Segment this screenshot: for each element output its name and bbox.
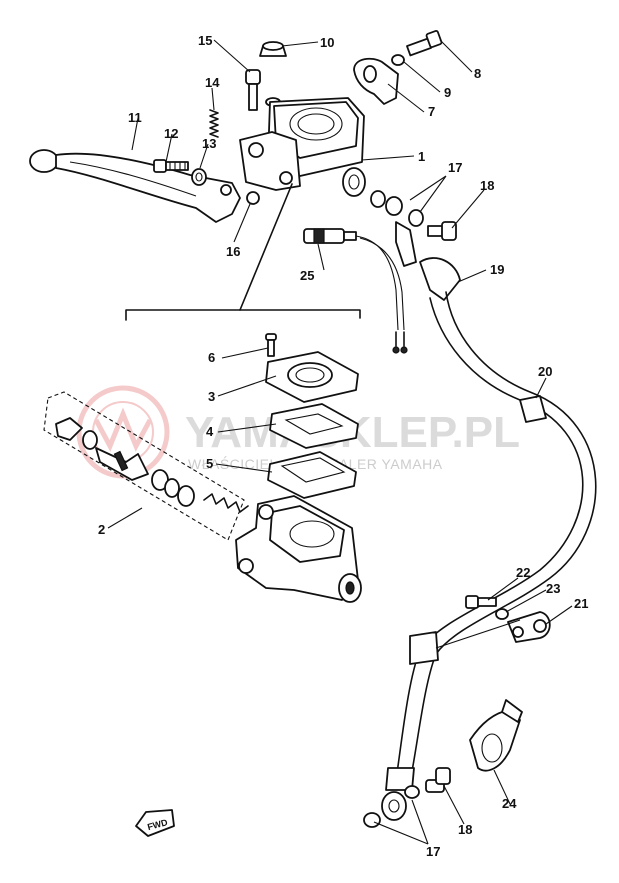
callout-7: 7 xyxy=(428,104,435,119)
callouts: 1 2 3 4 5 6 7 8 9 10 11 12 13 14 15 16 1… xyxy=(98,33,588,859)
callout-20: 20 xyxy=(538,364,552,379)
clamp-holder xyxy=(353,57,399,105)
nut xyxy=(246,191,260,205)
callout-18-lower: 18 xyxy=(458,822,472,837)
copper-washer xyxy=(385,196,403,216)
hose-banjo-fitting xyxy=(395,221,461,301)
callout-10: 10 xyxy=(320,35,334,50)
callout-15: 15 xyxy=(198,33,212,48)
callout-24: 24 xyxy=(502,796,517,811)
diaphragm xyxy=(267,451,357,499)
callout-8: 8 xyxy=(474,66,481,81)
callout-17-upper: 17 xyxy=(448,160,462,175)
piston-kit xyxy=(55,417,249,513)
brake-lever xyxy=(29,149,241,223)
boot-cap xyxy=(259,41,287,107)
leader-lines xyxy=(107,39,573,845)
fwd-direction-marker: FWD xyxy=(135,809,175,837)
adjust-screw xyxy=(245,69,261,111)
callout-22: 22 xyxy=(516,565,530,580)
callout-1: 1 xyxy=(418,149,425,164)
washer xyxy=(495,608,509,620)
hose-fitting xyxy=(409,631,439,665)
callout-2: 2 xyxy=(98,522,105,537)
copper-washer xyxy=(370,190,386,208)
callout-23: 23 xyxy=(546,581,560,596)
callout-4: 4 xyxy=(206,424,214,439)
callout-5: 5 xyxy=(206,456,213,471)
master-cylinder-top xyxy=(239,97,366,197)
callout-16: 16 xyxy=(226,244,240,259)
callout-25: 25 xyxy=(300,268,314,283)
clamp-bolt xyxy=(406,30,443,57)
brake-hose xyxy=(385,291,597,791)
hose-clamp xyxy=(507,611,551,643)
washer xyxy=(391,54,405,66)
reservoir-cap xyxy=(265,351,359,403)
hose-guide xyxy=(469,699,523,772)
hose-grommet xyxy=(519,395,547,423)
callout-3: 3 xyxy=(208,389,215,404)
detail-bracket xyxy=(125,183,361,321)
lower-banjo xyxy=(363,767,451,828)
diaphragm-plate xyxy=(269,403,359,449)
pivot-bolt xyxy=(153,159,189,173)
piston-kit-outline xyxy=(43,391,245,541)
callout-13: 13 xyxy=(202,136,216,151)
hose-clamp-bolt xyxy=(465,595,497,609)
callout-9: 9 xyxy=(444,85,451,100)
callout-6: 6 xyxy=(208,350,215,365)
callout-21: 21 xyxy=(574,596,588,611)
callout-11: 11 xyxy=(128,110,142,125)
callout-18-upper: 18 xyxy=(480,178,494,193)
callout-12: 12 xyxy=(164,126,178,141)
collar xyxy=(191,168,207,186)
brake-light-switch xyxy=(303,228,408,354)
master-cylinder-body xyxy=(235,495,362,603)
callout-19: 19 xyxy=(490,262,504,277)
cap-screw xyxy=(265,333,277,357)
callout-17-lower: 17 xyxy=(426,844,440,859)
union-bolt xyxy=(427,221,457,241)
spring xyxy=(209,109,219,138)
copper-washer xyxy=(408,209,424,227)
callout-14: 14 xyxy=(205,75,220,90)
